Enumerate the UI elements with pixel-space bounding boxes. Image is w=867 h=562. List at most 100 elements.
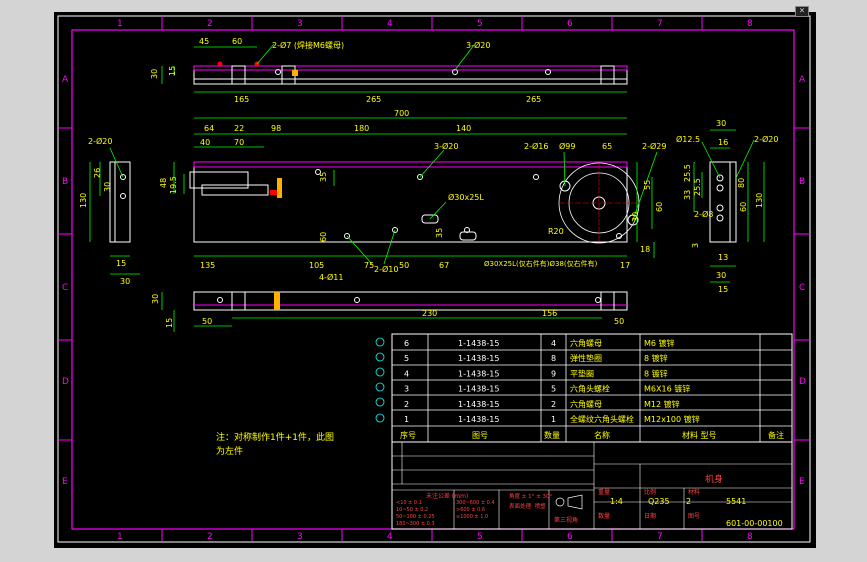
bom-cell-name: 六角头螺栓 <box>570 384 610 394</box>
tb-part-name: 机身 <box>705 473 723 485</box>
bom-cell-drawing: 1-1438-15 <box>458 385 499 394</box>
zone-row-right: A <box>799 75 806 85</box>
right-label-2d20: 2-Ø20 <box>754 134 778 144</box>
bottom-dim-50: 50 <box>202 317 212 326</box>
top-dim-45: 45 <box>199 37 209 46</box>
right-dim-80: 80 <box>737 178 746 188</box>
zone-row-right: E <box>799 477 805 487</box>
right-side-view: Ø12.5 2-Ø20 2-Ø8 30 16 25.5 33 25.5 80 6… <box>676 119 778 294</box>
zone-col-top: 6 <box>567 19 573 29</box>
tb-label: 图号 <box>688 513 700 520</box>
bom-cell-material: 8 镀锌 <box>644 368 668 378</box>
top-hole-label: 2-Ø7 (焊接M6螺母) <box>272 40 344 50</box>
zone-row-left: E <box>62 477 68 487</box>
right-dim-13: 13 <box>718 253 728 262</box>
front-dim-18: 18 <box>640 245 650 254</box>
tol-cell-b: >600 ± 0.6 <box>456 507 485 513</box>
tb-angle-tol: 角度 ± 1° ± 30° <box>509 492 552 500</box>
bom-cell-qty: 4 <box>551 339 556 348</box>
bom-cell-no: 3 <box>404 385 409 394</box>
front-dim-105: 105 <box>309 261 324 270</box>
outer-frame <box>57 15 811 543</box>
top-hole-label-2: 3-Ø20 <box>466 40 490 50</box>
front-dim-65: 65 <box>602 142 612 151</box>
front-label-d99: Ø99 <box>559 141 575 151</box>
top-dim-15: 15 <box>168 66 177 76</box>
front-view: 700 64 22 98 180 140 40 70 3-Ø20 2-Ø16 Ø… <box>159 109 666 282</box>
right-dim-30: 30 <box>716 119 726 128</box>
tb-surface: 表面处理: 喷塑 <box>509 502 546 510</box>
top-dim-165: 165 <box>234 95 249 104</box>
bom-cell-name: 弹性垫圈 <box>570 353 602 363</box>
right-dim-16: 16 <box>718 138 728 147</box>
bom-cell-no: 6 <box>404 339 409 348</box>
top-dim-265a: 265 <box>366 95 381 104</box>
front-dim-30: 30 <box>631 212 640 222</box>
front-dim-98: 98 <box>271 124 281 133</box>
front-dim-17: 17 <box>620 261 630 270</box>
front-label-r20: R20 <box>548 227 564 236</box>
close-icon[interactable]: × <box>795 6 809 17</box>
top-dim-60: 60 <box>232 37 242 46</box>
bom-cell-no: 5 <box>404 354 409 363</box>
front-dim-60b: 60 <box>655 202 664 212</box>
tb-material: Q235 <box>648 497 670 506</box>
left-dim-26: 26 <box>93 168 102 178</box>
bom-cell-name: 全螺纹六角头螺栓 <box>570 414 634 424</box>
bom-cell-material: M6 镀锌 <box>644 338 675 348</box>
bottom-dim-30: 30 <box>151 294 160 304</box>
right-dim-30b: 30 <box>716 271 726 280</box>
left-dim-15: 15 <box>116 259 126 268</box>
bom-header-qty: 数量 <box>544 430 560 440</box>
bom-cell-no: 1 <box>404 415 409 424</box>
zone-col-top: 4 <box>387 19 393 29</box>
front-dim-180: 180 <box>354 124 369 133</box>
top-view: 45 60 30 15 165 265 265 2-Ø7 (焊接M6螺母) 3-… <box>150 37 628 104</box>
bom-cell-material: M12 镀锌 <box>644 399 680 409</box>
front-dim-135: 135 <box>200 261 215 270</box>
zone-col-top: 2 <box>207 19 213 29</box>
front-dim-70: 70 <box>234 138 244 147</box>
bottom-dim-230: 230 <box>422 309 437 318</box>
front-label-2d10: 2-Ø10 <box>374 264 398 274</box>
tol-cell-b: ≥1000 ± 1.0 <box>456 514 488 520</box>
tol-cell-a: 180~300 ± 0.3 <box>396 521 435 527</box>
note-line2: 为左件 <box>216 445 243 457</box>
zone-col-top: 1 <box>117 19 123 29</box>
front-label-d30x25: Ø30x25L <box>448 192 484 202</box>
zone-col-bottom: 8 <box>747 532 753 542</box>
tb-scale: 1:4 <box>610 497 623 506</box>
tb-qty: 2 <box>686 497 691 506</box>
tol-cell-a: <10 ± 0.1 <box>396 500 422 506</box>
left-side-view: 2-Ø20 26 30 130 15 30 <box>79 136 140 286</box>
front-dim-67: 67 <box>439 261 449 270</box>
zone-row-left: D <box>62 377 69 387</box>
front-dim-35a: 35 <box>319 172 328 182</box>
bom-header-name: 名称 <box>594 430 610 440</box>
front-label-2d29: 2-Ø29 <box>642 141 666 151</box>
zone-row-right: D <box>799 377 806 387</box>
bom-cell-no: 2 <box>404 400 409 409</box>
bom-cell-qty: 1 <box>551 415 556 424</box>
front-dim-48: 48 <box>159 178 168 188</box>
tb-drawing-no: 601-00-00100 <box>726 519 783 528</box>
tb-label: 数量 <box>598 512 610 520</box>
bom-cell-material: 8 镀锌 <box>644 353 668 363</box>
tol-cell-a: 50~180 ± 0.25 <box>396 514 435 520</box>
zone-row-right: B <box>799 177 805 187</box>
zone-col-bottom: 5 <box>477 532 483 542</box>
tb-label: 日期 <box>644 512 656 520</box>
top-dim-30: 30 <box>150 69 159 79</box>
front-dim-64: 64 <box>204 124 214 133</box>
front-note-small: Ø30X25L(仅右件有)Ø38(仅右件有) <box>484 259 598 268</box>
bom-cell-material: M6X16 镀锌 <box>644 384 690 394</box>
zone-row-left: B <box>62 177 68 187</box>
left-dim-130: 130 <box>79 193 88 208</box>
zone-col-bottom: 1 <box>117 532 123 542</box>
front-dim-50: 50 <box>399 261 409 270</box>
